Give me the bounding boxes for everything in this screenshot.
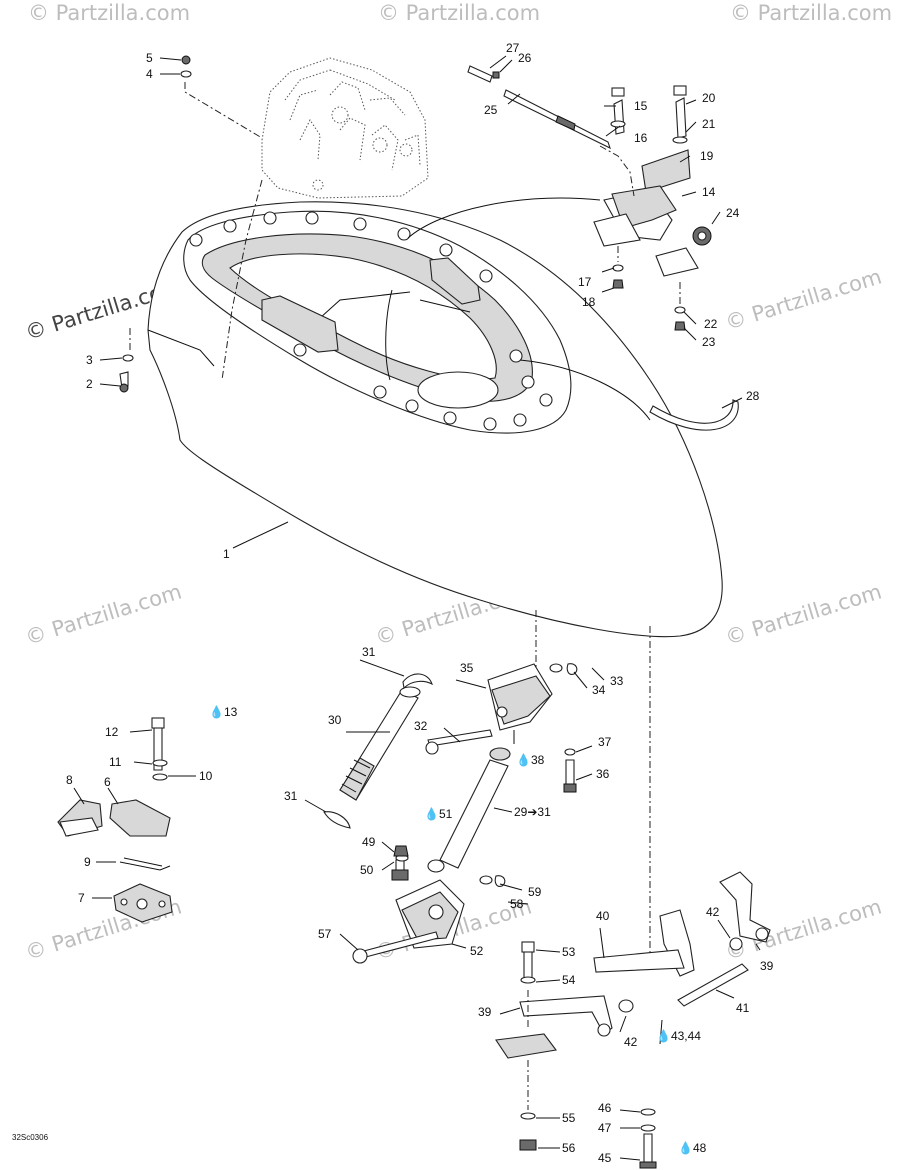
callout-26: 26 [518,51,532,65]
callout-20: 20 [702,91,716,105]
callout-59: 59 [528,885,542,899]
callout-13: 💧13 [209,705,238,719]
callout-34: 34 [592,683,606,697]
watermark: © Partzilla.com [28,1,190,25]
callout-1: 1 [223,547,230,561]
lower-linkage-assembly [495,871,771,1169]
callout-2: 2 [86,377,93,391]
watermark: © Partzilla.com [722,579,884,649]
callout-labels: 1 2 3 4 5 6 7 8 9 10 11 12 💧13 14 15 16 … [66,41,774,1165]
callout-51: 💧51 [424,807,453,821]
engine-bed-pan [147,197,723,638]
callout-22: 22 [704,317,718,331]
droplet-icon: 💧 [678,1141,693,1155]
callout-6: 6 [104,775,111,789]
callout-39-left: 39 [478,1005,492,1019]
droplet-icon: 💧 [656,1029,671,1043]
callout-49: 49 [362,835,376,849]
callout-40: 40 [596,909,610,923]
left-detail-assembly [57,717,173,923]
callout-31-bottom: 31 [284,789,298,803]
callout-42-right: 42 [706,905,720,919]
callout-53: 53 [562,945,576,959]
callout-32: 32 [414,719,428,733]
callout-18: 18 [582,295,596,309]
callout-12: 12 [105,725,119,739]
callout-42-left: 42 [624,1035,638,1049]
callout-37: 37 [598,735,612,749]
callout-17: 17 [578,275,592,289]
leader-lines [73,55,761,1161]
callout-30: 30 [328,713,342,727]
callout-50: 50 [360,863,374,877]
suspension-assembly [323,610,651,964]
callout-52: 52 [470,944,484,958]
callout-24: 24 [726,206,740,220]
callout-46: 46 [598,1101,612,1115]
callout-11: 11 [109,755,122,769]
engine-outline [261,57,429,199]
callout-15: 15 [634,99,648,113]
callout-56: 56 [562,1141,576,1155]
callout-55: 55 [562,1111,576,1125]
callout-36: 36 [596,767,610,781]
watermark: © Partzilla.com [22,579,184,649]
callout-33: 33 [610,674,624,688]
watermark: © Partzilla.com [378,1,540,25]
callout-31-top: 31 [362,645,376,659]
callout-48: 💧48 [678,1141,707,1155]
callout-54: 54 [562,973,576,987]
callout-45: 45 [598,1151,612,1165]
callout-5: 5 [146,51,153,65]
callout-10: 10 [199,769,213,783]
callout-39-right: 39 [760,959,774,973]
callout-19: 19 [700,149,714,163]
callout-9: 9 [84,855,91,869]
support-bracket-assembly [467,65,712,331]
callout-3: 3 [86,353,93,367]
callout-43-44: 💧43,44 [656,1029,701,1043]
droplet-icon: 💧 [209,705,224,719]
callout-4: 4 [146,67,153,81]
callout-23: 23 [702,335,716,349]
droplet-icon: 💧 [516,753,531,767]
callout-7: 7 [78,891,85,905]
callout-35: 35 [460,661,474,675]
callout-58: 58 [510,897,524,911]
callout-29: 29➔31 [514,805,551,819]
drawing-code: 32Sc0306 [12,1133,49,1142]
callout-21: 21 [702,117,716,131]
callout-28: 28 [746,389,760,403]
callout-47: 47 [598,1121,612,1135]
callout-25: 25 [484,103,498,117]
droplet-icon: 💧 [424,807,439,821]
callout-14: 14 [702,185,716,199]
callout-41: 41 [736,1001,750,1015]
watermark: © Partzilla.com [730,1,892,25]
callout-38: 💧38 [516,753,545,767]
callout-16: 16 [634,131,648,145]
callout-8: 8 [66,773,73,787]
watermark: © Partzilla.com [722,264,884,334]
callout-57: 57 [318,927,332,941]
callout-27: 27 [506,41,520,55]
left-fasteners [119,55,263,393]
